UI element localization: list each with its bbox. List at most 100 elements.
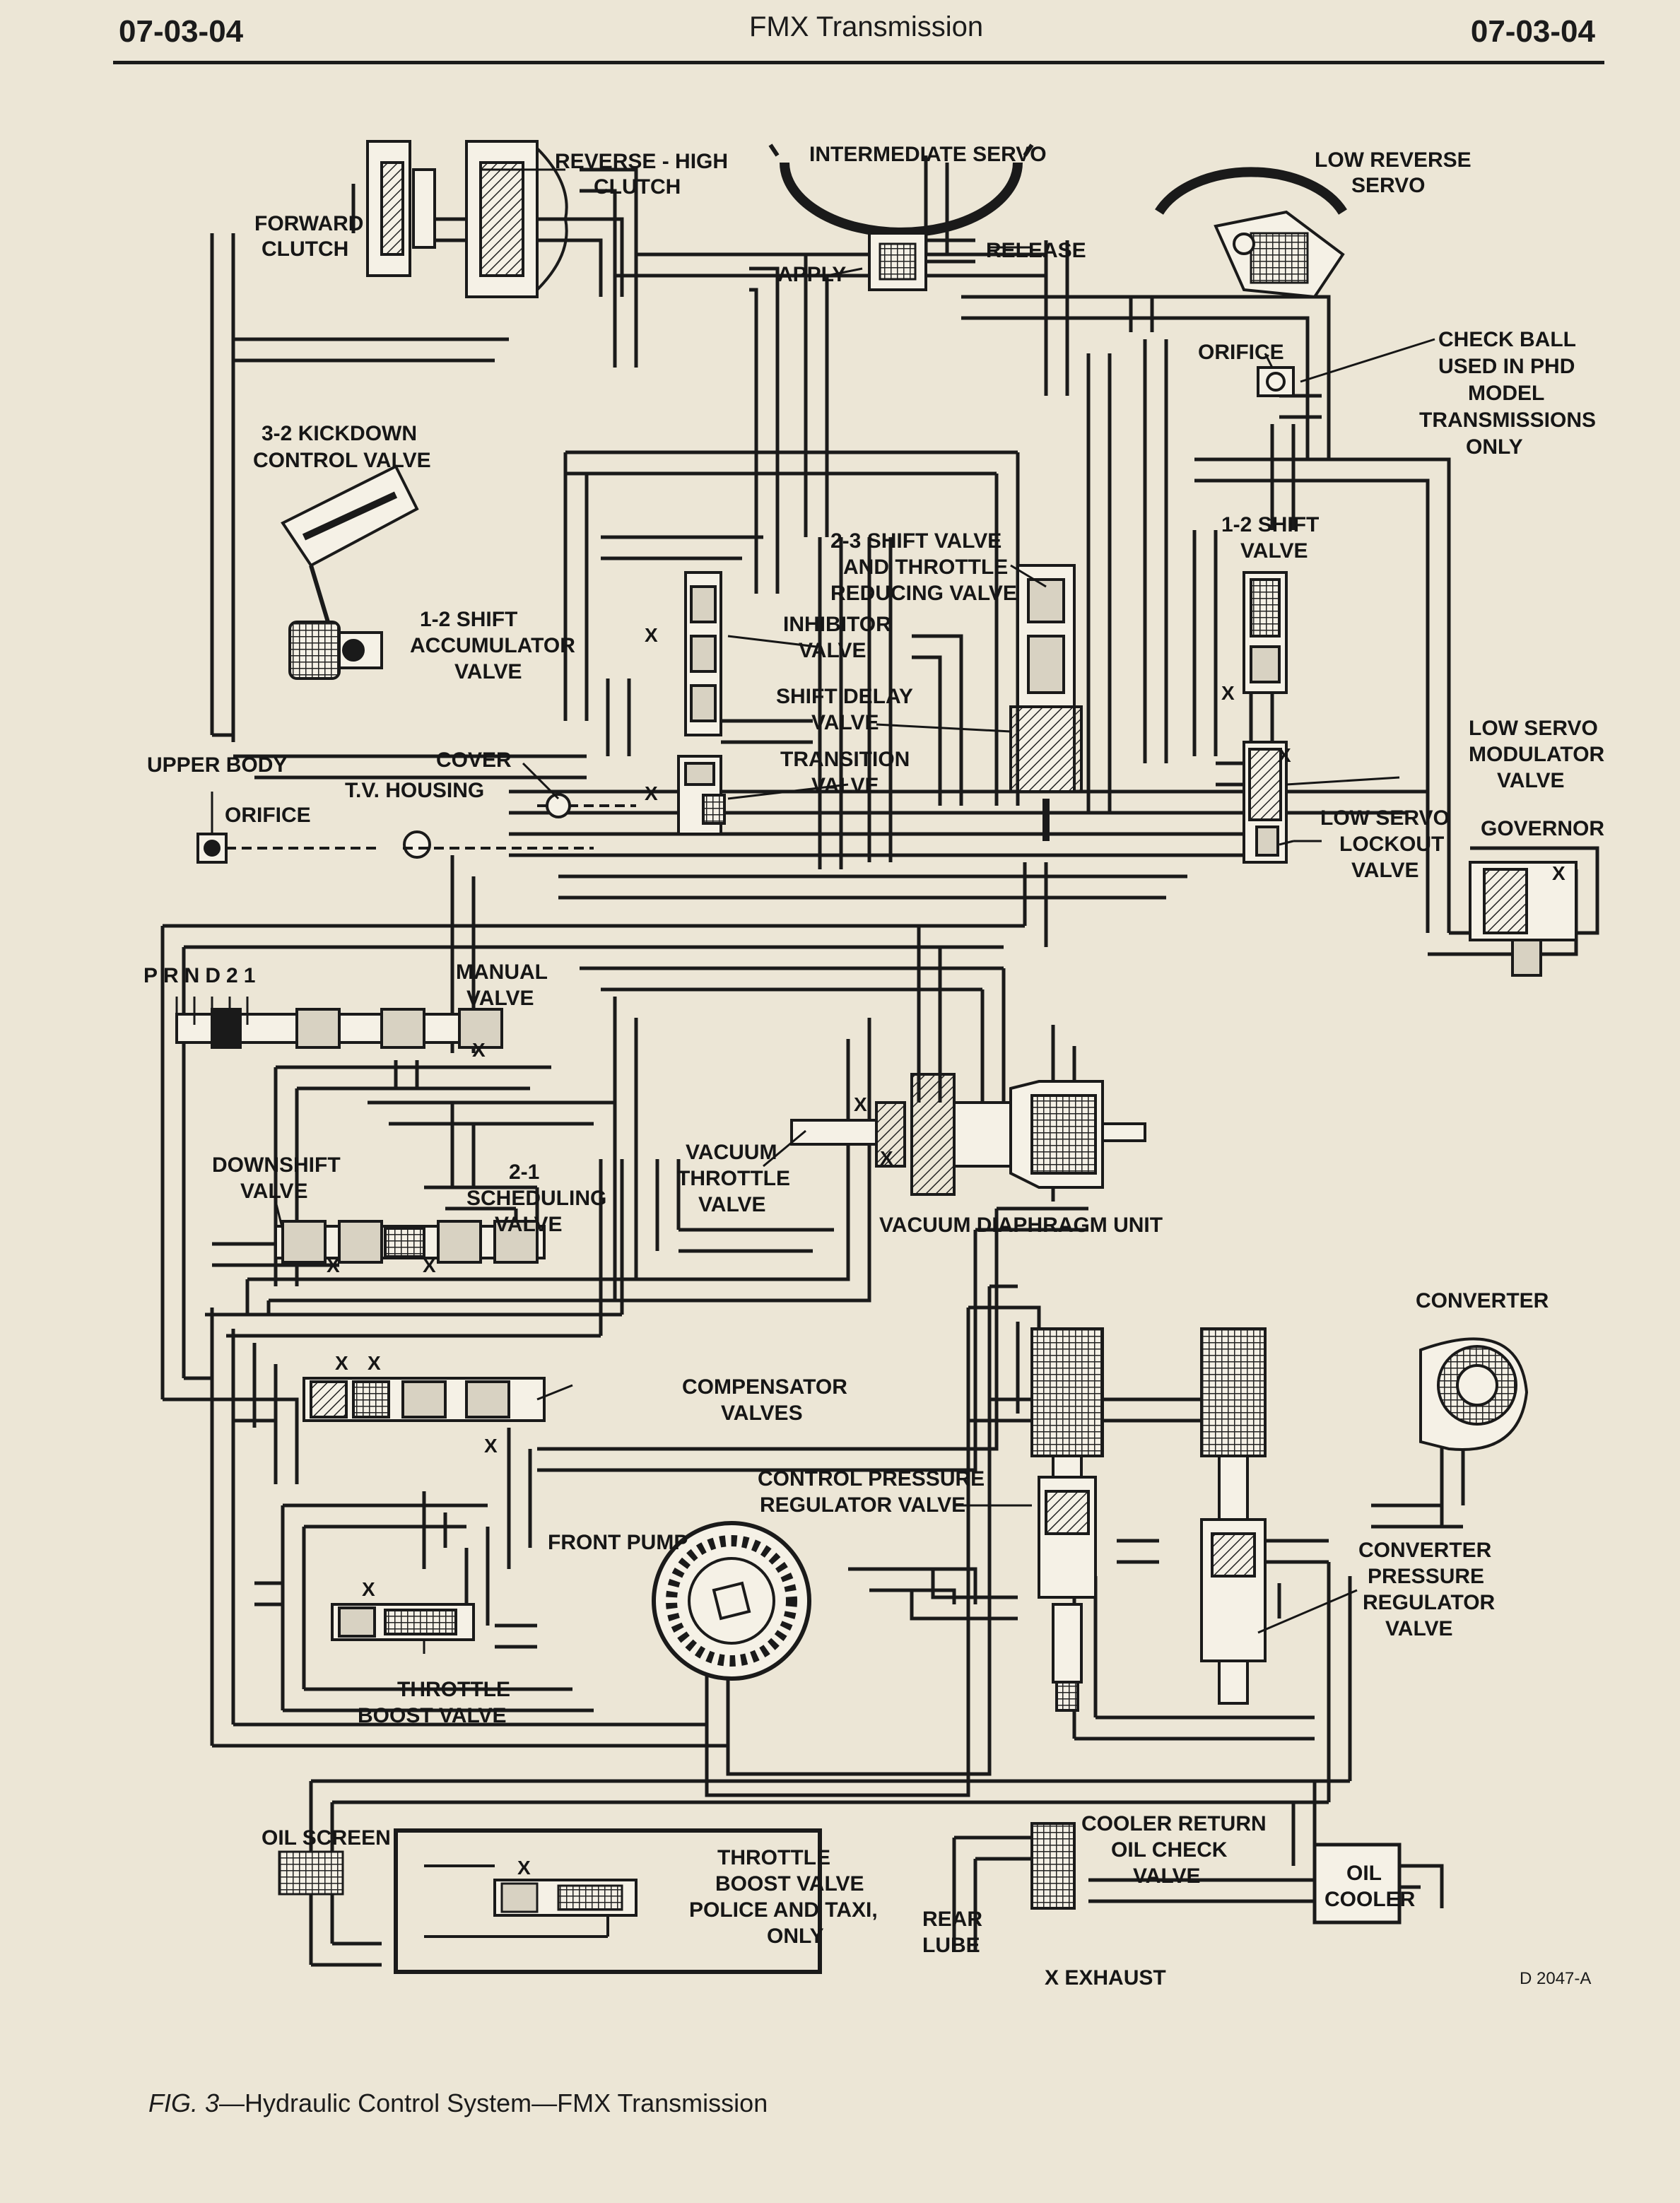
- label-line: FRONT PUMP: [548, 1531, 688, 1554]
- label-shift-valve-12: 1-2 SHIFT VALVE: [1221, 513, 1325, 563]
- label-exhaust: X EXHAUST: [1045, 1966, 1166, 1990]
- exhaust-mark: X: [1552, 862, 1566, 884]
- police-taxi-box: [394, 1828, 822, 1974]
- label-line: BOOST VALVE: [358, 1704, 507, 1727]
- exhaust-mark: X: [854, 1093, 867, 1115]
- figure-number: FIG. 3: [148, 2089, 220, 2117]
- label-line: VALVE: [495, 1213, 563, 1236]
- throttle-boost-valve-drawing: [331, 1603, 475, 1641]
- label-line: THROTTLE: [677, 1167, 790, 1190]
- label-oil-screen: OIL SCREEN: [262, 1826, 391, 1850]
- label-line: GOVERNOR: [1481, 817, 1604, 840]
- page-number-left: 07-03-04: [119, 14, 244, 49]
- label-line: CLUTCH: [594, 175, 681, 199]
- label-line: COMPENSATOR: [682, 1375, 847, 1399]
- label-line: ORIFICE: [225, 804, 311, 827]
- label-line: VALVES: [721, 1402, 803, 1425]
- label-cover: COVER: [436, 748, 512, 772]
- label-line: VALVE: [799, 639, 867, 662]
- label-line: LOW SERVO: [1469, 717, 1598, 740]
- label-line: VALVE: [1133, 1864, 1201, 1888]
- label-transition-valve: TRANSITION VALVE: [780, 748, 916, 797]
- label-line: VALVE: [698, 1193, 766, 1216]
- label-forward-clutch: FORWARD CLUTCH: [254, 212, 370, 261]
- label-prnd21: PRND21: [143, 964, 261, 987]
- label-release: RELEASE: [986, 239, 1086, 262]
- label-line: MANUAL: [456, 960, 548, 984]
- label-line: VALVE: [1385, 1617, 1453, 1640]
- label-line: VALVE: [454, 660, 522, 683]
- figure-caption: FIG. 3—Hydraulic Control System—FMX Tran…: [148, 2089, 768, 2118]
- leader-lines: [211, 168, 1435, 1654]
- label-line: VALVE: [1497, 769, 1565, 792]
- inhibitor-valve-drawing: [684, 571, 722, 736]
- exhaust-mark: X: [362, 1578, 375, 1600]
- label-vacuum-diaphragm: VACUUM DIAPHRAGM UNIT: [879, 1214, 1163, 1237]
- label-line: THROTTLE: [717, 1846, 830, 1869]
- label-shift-valve-23: 2-3 SHIFT VALVE AND THROTTLE REDUCING VA…: [830, 529, 1017, 605]
- label-line: LOCKOUT: [1339, 833, 1444, 856]
- kickdown-valve-drawing: [281, 464, 419, 637]
- label-low-reverse-servo: LOW REVERSE SERVO: [1315, 148, 1477, 197]
- label-upper-body: UPPER BODY: [147, 753, 287, 777]
- label-scheduling-valve: 2-1 SCHEDULING VALVE: [466, 1161, 613, 1236]
- label-intermediate-servo: INTERMEDIATE SERVO: [809, 143, 1047, 166]
- label-tv-housing: T.V. HOUSING: [345, 779, 484, 802]
- header-rule: [113, 61, 1604, 64]
- governor-drawing: [1469, 861, 1578, 977]
- front-pump-drawing: [652, 1521, 811, 1681]
- shift-valve-12-drawing: [1243, 571, 1288, 694]
- low-servo-modulator-drawing: [1243, 741, 1288, 864]
- exhaust-mark: X: [645, 782, 658, 804]
- cooler-return-check-valve-drawing: [1030, 1822, 1076, 1910]
- label-line: AND THROTTLE: [843, 556, 1008, 579]
- label-line: VACUUM DIAPHRAGM UNIT: [879, 1214, 1163, 1237]
- label-line: COOLER RETURN: [1081, 1812, 1267, 1835]
- label-front-pump: FRONT PUMP: [548, 1531, 688, 1554]
- label-line: CLUTCH: [262, 237, 348, 261]
- label-line: 1-2 SHIFT: [1221, 513, 1319, 536]
- label-line: COVER: [436, 748, 512, 772]
- downshift-valve-drawing: [274, 1220, 546, 1264]
- label-line: LOW SERVO: [1320, 806, 1450, 830]
- label-compensator-valves: COMPENSATOR VALVES: [682, 1375, 853, 1425]
- label-line: USED IN PHD: [1438, 355, 1575, 378]
- exhaust-mark: X: [335, 1352, 348, 1374]
- label-line: VALVE: [811, 774, 879, 797]
- label-cooler-return: COOLER RETURN OIL CHECK VALVE: [1081, 1812, 1272, 1888]
- label-line: REVERSE - HIGH: [555, 150, 728, 173]
- exhaust-mark: X: [423, 1255, 436, 1276]
- label-line: TRANSITION: [780, 748, 910, 771]
- label-line: BOOST VALVE: [715, 1872, 864, 1896]
- label-line: REDUCING VALVE: [830, 582, 1017, 605]
- manual-valve-drawing: [175, 997, 503, 1049]
- label-line: VALVE: [811, 711, 879, 734]
- label-rear-lube: REAR LUBE: [922, 1908, 988, 1957]
- label-reverse-high-clutch: REVERSE - HIGH CLUTCH: [555, 150, 734, 199]
- label-low-servo-modulator: LOW SERVO MODULATOR VALVE: [1469, 717, 1611, 792]
- compensator-valves-drawing: [302, 1377, 546, 1422]
- label-orifice-left: ORIFICE: [225, 804, 311, 827]
- label-line: CONVERTER: [1416, 1289, 1549, 1312]
- label-converter: CONVERTER: [1416, 1289, 1549, 1312]
- label-line: RELEASE: [986, 239, 1086, 262]
- exhaust-mark: X: [517, 1857, 531, 1879]
- label-line: ONLY: [767, 1925, 824, 1948]
- label-shift-delay-valve: SHIFT DELAY VALVE: [776, 685, 919, 734]
- label-line: REAR: [922, 1908, 982, 1931]
- converter-pressure-regulator-drawing: [1200, 1327, 1267, 1705]
- label-line: LOW REVERSE: [1315, 148, 1472, 172]
- accumulator-valve-drawing: [288, 621, 383, 680]
- label-line: X EXHAUST: [1045, 1966, 1166, 1990]
- oil-cooler-box: [1312, 1843, 1402, 1925]
- control-pressure-regulator-drawing: [1030, 1327, 1104, 1712]
- label-throttle-boost-valve: THROTTLE BOOST VALVE: [358, 1678, 516, 1727]
- exhaust-mark: X: [368, 1352, 381, 1374]
- label-line: REGULATOR VALVE: [760, 1493, 965, 1517]
- label-line: VACUUM: [686, 1141, 777, 1164]
- low-reverse-servo-drawing: [1155, 167, 1347, 299]
- label-line: MODEL: [1468, 382, 1544, 405]
- label-orifice-top: ORIFICE: [1198, 341, 1284, 364]
